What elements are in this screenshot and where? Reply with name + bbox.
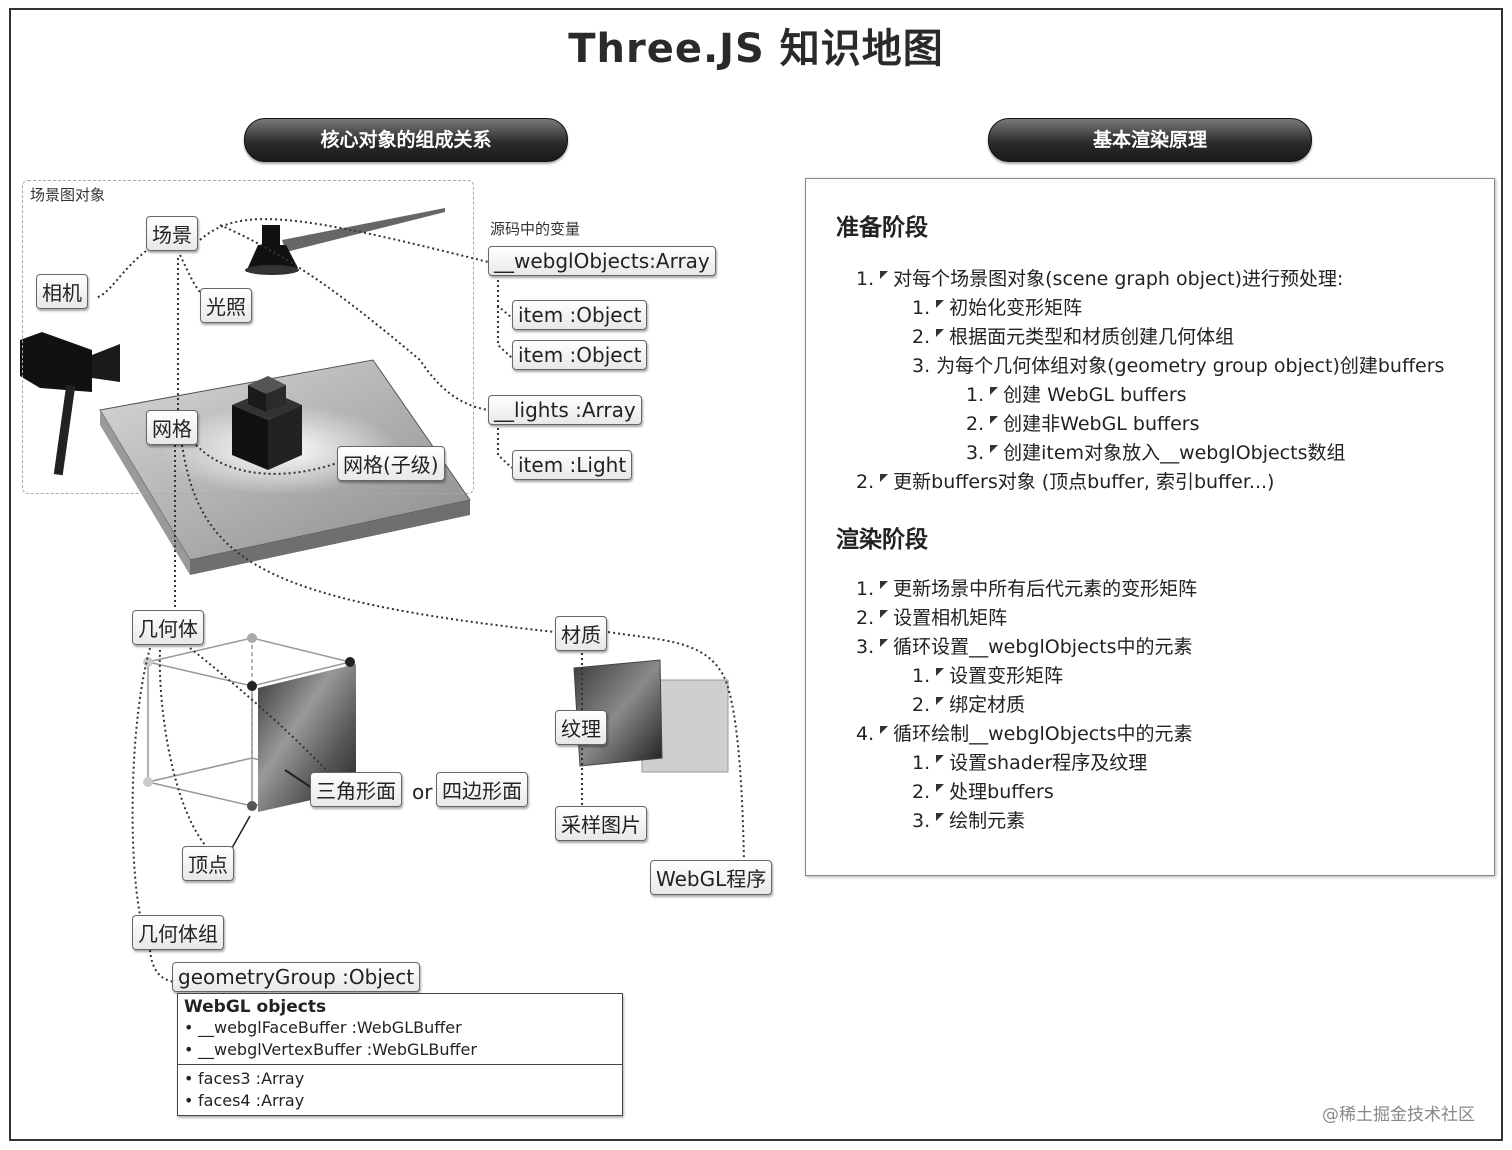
node-mesh-child: 网格(子级) xyxy=(337,446,445,481)
node-geometry-group-object: geometryGroup :Object xyxy=(172,962,421,992)
node-item-object-2: item :Object xyxy=(512,340,648,370)
outer-frame xyxy=(9,8,1503,1141)
node-webgl-program: WebGL程序 xyxy=(650,860,773,895)
vertex-buffer-item: __webglVertexBuffer :WebGLBuffer xyxy=(184,1039,616,1061)
render-step: 2.处理buffers xyxy=(912,781,1054,803)
source-variables-label: 源码中的变量 xyxy=(490,220,581,238)
spotlight-icon xyxy=(245,208,445,275)
node-item-light: item :Light xyxy=(512,450,633,480)
prep-step: 1.创建 WebGL buffers xyxy=(966,384,1187,406)
prep-phase-title: 准备阶段 xyxy=(836,215,928,241)
prep-step: 2.根据面元类型和材质创建几何体组 xyxy=(912,326,1235,348)
connectors xyxy=(94,218,745,983)
scene-graph-region xyxy=(22,180,474,494)
render-step: 4.循环绘制__webglObjects中的元素 xyxy=(856,723,1193,745)
prep-step: 1.初始化变形矩阵 xyxy=(912,297,1083,319)
webgl-objects-box: WebGL objects __webglFaceBuffer :WebGLBu… xyxy=(177,993,623,1116)
watermark: @稀土掘金技术社区 xyxy=(1322,1105,1475,1125)
render-phase-title: 渲染阶段 xyxy=(836,527,928,553)
or-text: or xyxy=(412,780,433,804)
prep-step: 3.创建item对象放入__webglObjects数组 xyxy=(966,442,1346,464)
render-step: 3.循环设置__webglObjects中的元素 xyxy=(856,636,1193,658)
render-principle-header: 基本渲染原理 xyxy=(988,118,1312,162)
node-mesh: 网格 xyxy=(146,410,198,445)
render-step: 1.设置shader程序及纹理 xyxy=(912,752,1148,774)
node-material: 材质 xyxy=(555,616,607,651)
node-item-object-1: item :Object xyxy=(512,300,648,330)
core-objects-header: 核心对象的组成关系 xyxy=(244,118,568,162)
faces4-item: faces4 :Array xyxy=(184,1090,616,1112)
node-geometry-group: 几何体组 xyxy=(132,915,224,950)
render-step: 1.设置变形矩阵 xyxy=(912,665,1064,687)
webgl-objects-heading: WebGL objects xyxy=(184,997,327,1017)
node-vertex: 顶点 xyxy=(182,846,234,881)
render-step: 2.绑定材质 xyxy=(912,694,1026,716)
node-sample-image: 采样图片 xyxy=(555,806,647,841)
prep-step: 2.创建非WebGL buffers xyxy=(966,413,1200,435)
node-light: 光照 xyxy=(200,288,252,323)
render-principle-panel xyxy=(805,178,1495,876)
scene-graph-label: 场景图对象 xyxy=(30,186,106,204)
page-title: Three.JS 知识地图 xyxy=(568,26,944,72)
node-quad-face: 四边形面 xyxy=(436,772,528,807)
node-scene: 场景 xyxy=(146,216,198,251)
node-triangle-face: 三角形面 xyxy=(310,772,402,807)
node-webgl-objects: __webglObjects:Array xyxy=(488,246,716,276)
node-lights: __lights :Array xyxy=(488,395,642,425)
prep-step: 2.更新buffers对象 (顶点buffer, 索引buffer...) xyxy=(856,471,1275,493)
camera-icon xyxy=(20,332,120,476)
prep-step: 3.为每个几何体组对象(geometry group object)创建buff… xyxy=(912,355,1445,377)
faces3-item: faces3 :Array xyxy=(184,1068,616,1090)
render-step: 3.绘制元素 xyxy=(912,810,1026,832)
node-texture: 纹理 xyxy=(555,710,607,745)
mesh-cube-icon xyxy=(232,376,302,470)
face-buffer-item: __webglFaceBuffer :WebGLBuffer xyxy=(184,1017,616,1039)
node-camera: 相机 xyxy=(36,274,88,309)
node-geometry: 几何体 xyxy=(132,610,204,645)
render-step: 1.更新场景中所有后代元素的变形矩阵 xyxy=(856,578,1198,600)
render-step: 2.设置相机矩阵 xyxy=(856,607,1008,629)
prep-step: 1.对每个场景图对象(scene graph object)进行预处理: xyxy=(856,268,1344,290)
